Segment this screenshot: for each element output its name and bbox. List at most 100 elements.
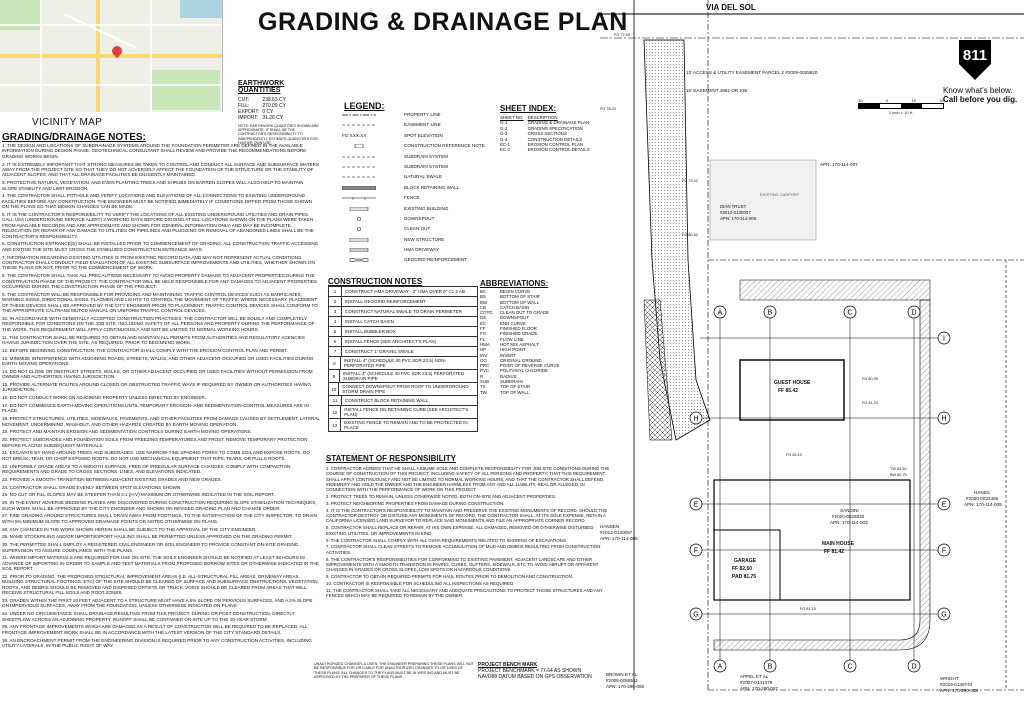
legend-row: DOWNSPOUT bbox=[338, 214, 478, 224]
call-811-logo: 811 bbox=[959, 40, 991, 80]
note-item: 17. DO NOT COMMENCE EARTH-MOVING OPERATI… bbox=[2, 402, 309, 414]
legend-label: SUBDRAIN SYSTEM bbox=[404, 163, 448, 169]
statement-item: 10. CONTRACTOR IS RESPONSIBLE FOR SCHEDU… bbox=[326, 580, 515, 586]
building-label: MAIN HOUSE bbox=[822, 541, 855, 547]
earthwork-heading: EARTHWORK QUANTITIES bbox=[238, 80, 285, 94]
note-item: 12. BEFORE BEGINNING CONSTRUCTION, THE C… bbox=[2, 347, 288, 353]
owner-apn: APN: 170-114-005 bbox=[600, 536, 638, 541]
note-item: 1. THE DESIGN AND LOCATIONS OF SUBDRAINA… bbox=[2, 143, 307, 159]
statement-item: 4. IT IS THE CONTRACTOR'S RESPONSIBILITY… bbox=[326, 507, 608, 524]
statement-item: 5. CONTRACTOR SHALL REPLACE OR REPAIR, A… bbox=[326, 525, 594, 536]
legend-label: BLOCK RETAINING WALL bbox=[404, 184, 460, 190]
statement-item: 3. PROTECT NEIGHBORING PROPERTIES FROM D… bbox=[326, 500, 505, 506]
legend-label: EXISTING BUILDING bbox=[404, 205, 449, 211]
grid-letter: A bbox=[718, 664, 723, 671]
grid-bubble-a bbox=[713, 305, 727, 319]
owner-doc: #2020-0025820 bbox=[832, 514, 865, 519]
know-text: Know what's below. bbox=[943, 86, 1013, 95]
benchmark-line: PROJECT BENCHMARK = 77.64 AS SHOWN bbox=[478, 668, 582, 674]
legend-label: SUBDRAIN SYSTEM bbox=[404, 153, 448, 159]
owner-apn: APN: 170-290-058 bbox=[940, 688, 978, 693]
street-name: VIA DEL SOL bbox=[706, 3, 756, 12]
sheet-index-heading: SHEET INDEX: bbox=[500, 104, 557, 113]
earthwork-quantities: EARTHWORK QUANTITIES CUT:238.63 CY FILL:… bbox=[238, 80, 320, 145]
note-item: 34. UNDER NO CIRCUMSTANCE SHALL DRAINAGE… bbox=[2, 611, 295, 622]
grid-bubble-f-right bbox=[937, 543, 951, 557]
note-item: 5. IT IS THE CONTRACTOR'S RESPONSIBILITY… bbox=[2, 212, 314, 239]
note-item: 9. THE CONTRACTOR WILL BE RESPONSIBLE FO… bbox=[2, 291, 318, 314]
building-label: GUEST HOUSE bbox=[774, 380, 811, 386]
legend-row: SUBDRAIN SYSTEM bbox=[338, 152, 478, 162]
grid-letter: C bbox=[847, 664, 852, 671]
earthwork-row: EXPORT:0 CY bbox=[238, 109, 274, 115]
call-text: Call before you dig. bbox=[943, 95, 1018, 104]
owner-doc: #2000-0032465 bbox=[966, 496, 999, 501]
grid-letter: G bbox=[941, 612, 946, 619]
spot-elevation: BW 80.75 bbox=[890, 473, 907, 477]
retaining-wall bbox=[713, 299, 931, 651]
grid-bubble-e bbox=[689, 497, 703, 511]
owner-apn: APN: 170-290-057 bbox=[740, 686, 778, 691]
note-item: 22. UNIFORMLY GRADE AREAS TO A SMOOTH SU… bbox=[2, 463, 291, 474]
legend-symbol bbox=[357, 216, 361, 221]
legend-heading: LEGEND: bbox=[344, 101, 385, 111]
grid-letter: C bbox=[847, 310, 852, 317]
statement-item: 9. CONTRACTOR TO OBTAIN REQUIRED PERMITS… bbox=[326, 574, 573, 580]
note-item: 33. GRADES WITHIN THE FIRST 10 FEET ADJA… bbox=[2, 597, 313, 609]
legend-symbol bbox=[349, 237, 369, 242]
earthwork-row: IMPORT:31.26 CY bbox=[238, 115, 284, 121]
apn-label: APN: 170-114-007 bbox=[820, 162, 858, 167]
legend-symbol bbox=[354, 144, 364, 149]
building-ff: FF 82.50 bbox=[732, 566, 752, 572]
grid-letter: A bbox=[718, 310, 723, 317]
note-item: 6. CONSTRUCTION ENTRANCE(S) SHALL BE INS… bbox=[2, 241, 319, 252]
owner-label: DIAN TRUST bbox=[720, 204, 747, 209]
statement-item: 8. THE CONTRACTOR'S RESPONSIBILITIES FOR… bbox=[326, 556, 599, 573]
legend-label: CLEAN OUT bbox=[404, 226, 431, 232]
legend-symbol bbox=[349, 206, 369, 211]
grid-bubble-d bbox=[907, 305, 921, 319]
legend-row: GEOGRID REINFORCEMENT bbox=[338, 255, 478, 265]
building-ff: FF 85.42 bbox=[778, 388, 798, 394]
note-item: 4. THE CONTRACTOR SHALL POTHOLE AND VERI… bbox=[2, 193, 313, 210]
legend-row: PROPERTY LINE bbox=[338, 110, 478, 120]
geogrid-area bbox=[643, 299, 673, 441]
site-plan: A B C D H I E F G A B C D H E F G 12' AC… bbox=[600, 0, 1024, 693]
grid-bubble-f bbox=[689, 543, 703, 557]
note-item: 3. PROTECTIVE NATURAL VEGETATION, AND EV… bbox=[2, 180, 304, 191]
legend-label: NATURAL SWALE bbox=[404, 174, 443, 180]
legend-label: EASEMENT LINE bbox=[404, 122, 441, 128]
legend-row: EASEMENT LINE bbox=[338, 120, 478, 130]
statement-item: 2. PROTECT TREES TO REMAIN, UNLESS OTHER… bbox=[326, 494, 556, 500]
owner-apn: APN: 170-290-056 bbox=[606, 684, 644, 689]
spot-elevation: FG 81.24 bbox=[862, 401, 878, 405]
grid-letter: E bbox=[942, 502, 947, 509]
note-item: 7. INFORMATION REGARDING EXISTING UTILIT… bbox=[2, 254, 315, 271]
main-house bbox=[713, 479, 911, 601]
grid-bubble-h bbox=[689, 411, 703, 425]
owner-apn: APN: 170-114-009 bbox=[964, 502, 1002, 507]
notes-heading: GRADING/DRAINAGE NOTES: bbox=[2, 132, 146, 143]
benchmark: PROJECT BENCH MARK PROJECT BENCHMARK = 7… bbox=[478, 662, 592, 680]
